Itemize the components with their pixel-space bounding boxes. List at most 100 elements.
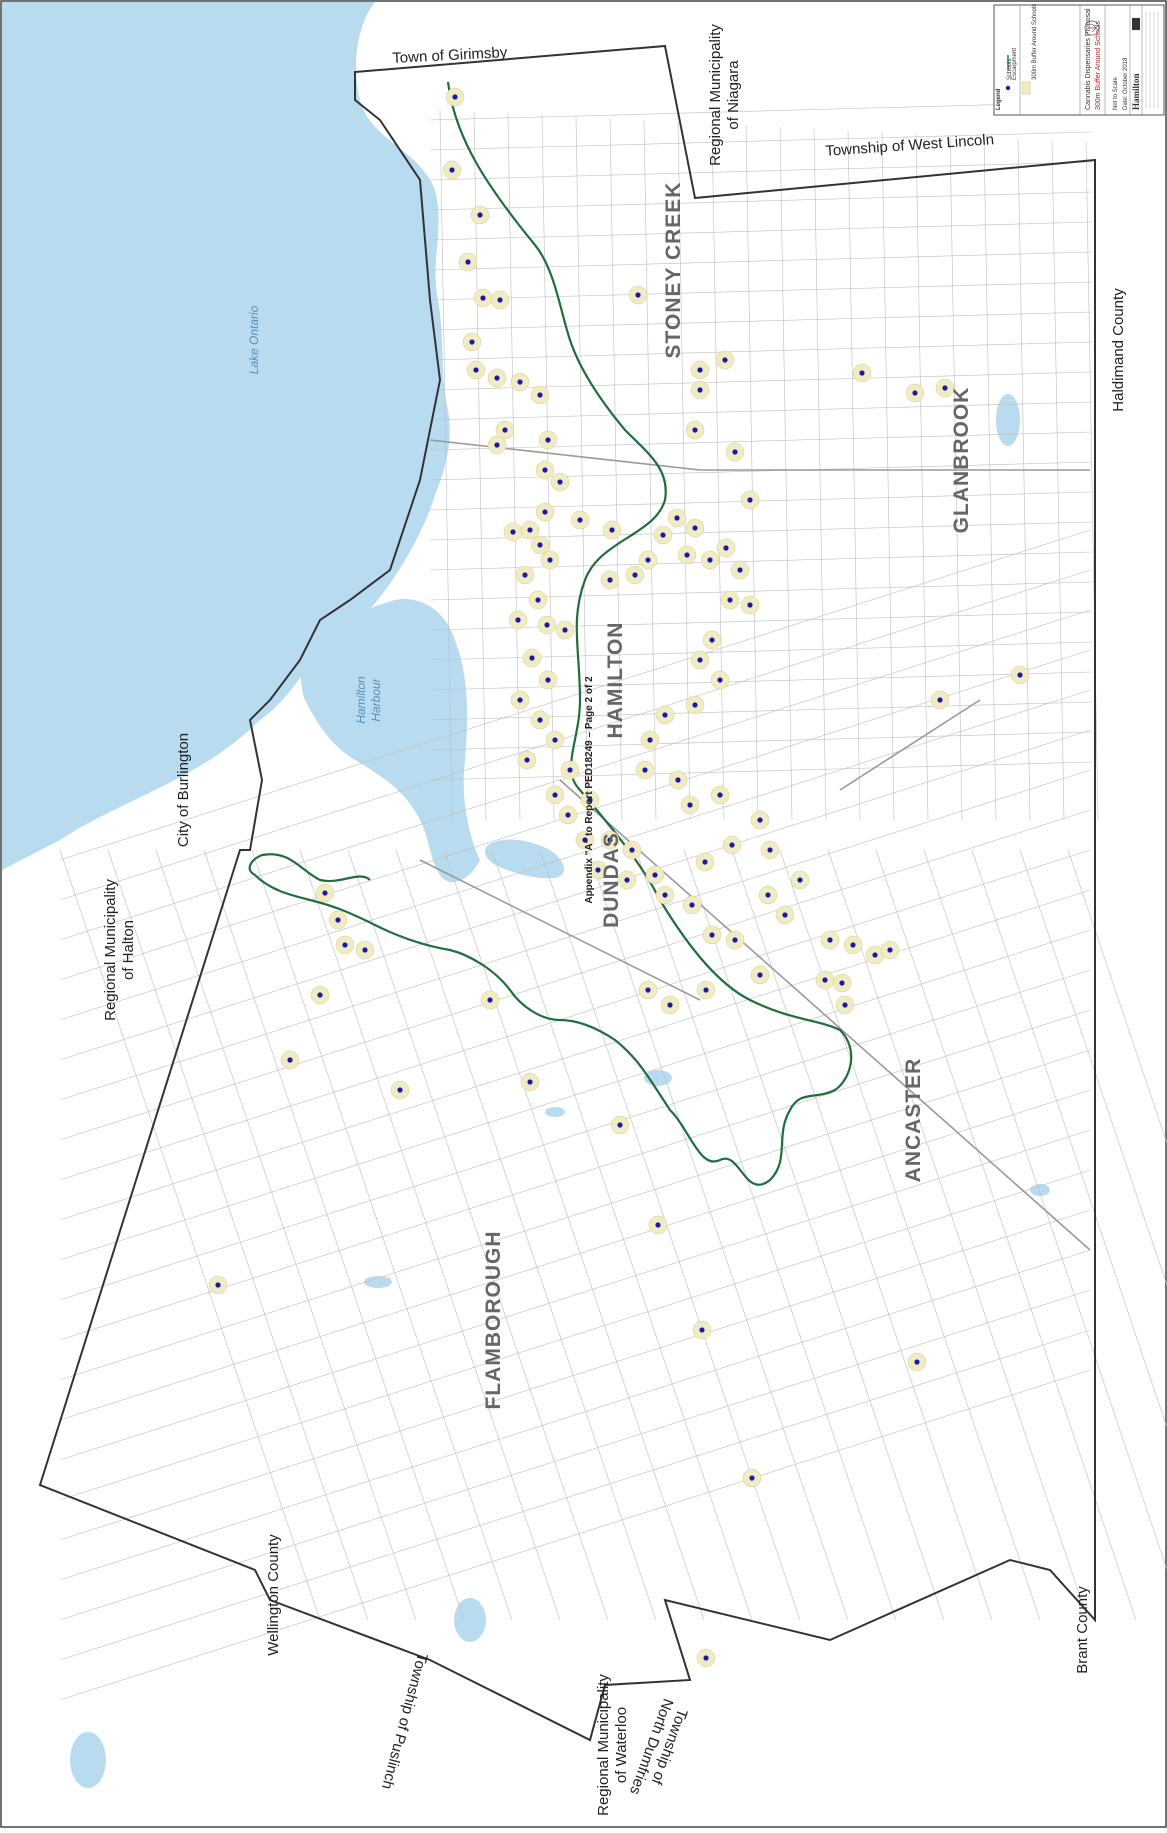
- school-marker[interactable]: [699, 1327, 705, 1333]
- school-marker[interactable]: [335, 917, 341, 923]
- school-marker[interactable]: [522, 572, 528, 578]
- school-marker[interactable]: [660, 532, 666, 538]
- school-marker[interactable]: [842, 1002, 848, 1008]
- school-marker[interactable]: [537, 717, 543, 723]
- school-marker[interactable]: [797, 877, 803, 883]
- school-marker[interactable]: [675, 777, 681, 783]
- school-marker[interactable]: [942, 385, 948, 391]
- school-marker[interactable]: [747, 497, 753, 503]
- school-marker[interactable]: [722, 357, 728, 363]
- school-marker[interactable]: [535, 597, 541, 603]
- school-marker[interactable]: [547, 557, 553, 563]
- school-marker[interactable]: [692, 427, 698, 433]
- school-marker[interactable]: [757, 972, 763, 978]
- school-marker[interactable]: [732, 449, 738, 455]
- school-marker[interactable]: [545, 677, 551, 683]
- school-marker[interactable]: [537, 392, 543, 398]
- school-marker[interactable]: [317, 992, 323, 998]
- school-marker[interactable]: [1017, 672, 1023, 678]
- school-marker[interactable]: [632, 572, 638, 578]
- school-marker[interactable]: [757, 817, 763, 823]
- school-marker[interactable]: [629, 847, 635, 853]
- school-marker[interactable]: [542, 509, 548, 515]
- school-marker[interactable]: [567, 767, 573, 773]
- school-marker[interactable]: [642, 767, 648, 773]
- school-marker[interactable]: [645, 987, 651, 993]
- school-marker[interactable]: [709, 637, 715, 643]
- school-marker[interactable]: [544, 622, 550, 628]
- school-marker[interactable]: [667, 1002, 673, 1008]
- school-marker[interactable]: [684, 552, 690, 558]
- school-marker[interactable]: [465, 259, 471, 265]
- school-marker[interactable]: [515, 617, 521, 623]
- school-marker[interactable]: [587, 797, 593, 803]
- school-marker[interactable]: [607, 837, 613, 843]
- school-marker[interactable]: [703, 1655, 709, 1661]
- school-marker[interactable]: [692, 702, 698, 708]
- school-marker[interactable]: [703, 987, 709, 993]
- school-marker[interactable]: [487, 997, 493, 1003]
- school-marker[interactable]: [914, 1359, 920, 1365]
- school-marker[interactable]: [767, 847, 773, 853]
- school-marker[interactable]: [215, 1282, 221, 1288]
- school-marker[interactable]: [839, 980, 845, 986]
- school-marker[interactable]: [717, 677, 723, 683]
- school-marker[interactable]: [937, 697, 943, 703]
- school-marker[interactable]: [449, 167, 455, 173]
- school-marker[interactable]: [655, 1222, 661, 1228]
- school-marker[interactable]: [510, 529, 516, 535]
- school-marker[interactable]: [912, 390, 918, 396]
- school-marker[interactable]: [609, 527, 615, 533]
- school-marker[interactable]: [707, 557, 713, 563]
- school-marker[interactable]: [687, 802, 693, 808]
- school-marker[interactable]: [494, 375, 500, 381]
- school-marker[interactable]: [645, 557, 651, 563]
- school-marker[interactable]: [782, 912, 788, 918]
- school-marker[interactable]: [362, 947, 368, 953]
- school-marker[interactable]: [473, 367, 479, 373]
- school-marker[interactable]: [577, 517, 583, 523]
- school-marker[interactable]: [674, 515, 680, 521]
- school-marker[interactable]: [702, 859, 708, 865]
- school-marker[interactable]: [552, 737, 558, 743]
- school-marker[interactable]: [652, 872, 658, 878]
- school-marker[interactable]: [497, 297, 503, 303]
- school-marker[interactable]: [527, 1079, 533, 1085]
- school-marker[interactable]: [765, 892, 771, 898]
- school-marker[interactable]: [850, 942, 856, 948]
- school-marker[interactable]: [635, 292, 641, 298]
- school-marker[interactable]: [552, 792, 558, 798]
- school-marker[interactable]: [517, 379, 523, 385]
- school-marker[interactable]: [662, 892, 668, 898]
- school-marker[interactable]: [872, 952, 878, 958]
- school-marker[interactable]: [452, 94, 458, 100]
- school-marker[interactable]: [887, 947, 893, 953]
- school-marker[interactable]: [557, 479, 563, 485]
- school-marker[interactable]: [322, 890, 328, 896]
- school-marker[interactable]: [749, 1475, 755, 1481]
- school-marker[interactable]: [697, 387, 703, 393]
- school-marker[interactable]: [689, 902, 695, 908]
- school-marker[interactable]: [732, 937, 738, 943]
- school-marker[interactable]: [692, 525, 698, 531]
- school-marker[interactable]: [737, 567, 743, 573]
- school-marker[interactable]: [727, 597, 733, 603]
- school-marker[interactable]: [537, 542, 543, 548]
- school-marker[interactable]: [527, 527, 533, 533]
- school-marker[interactable]: [477, 212, 483, 218]
- school-marker[interactable]: [469, 339, 475, 345]
- school-marker[interactable]: [723, 545, 729, 551]
- school-marker[interactable]: [822, 977, 828, 983]
- school-marker[interactable]: [617, 1122, 623, 1128]
- school-marker[interactable]: [287, 1057, 293, 1063]
- school-marker[interactable]: [859, 370, 865, 376]
- school-marker[interactable]: [397, 1087, 403, 1093]
- school-marker[interactable]: [342, 942, 348, 948]
- school-marker[interactable]: [494, 442, 500, 448]
- school-marker[interactable]: [517, 697, 523, 703]
- school-marker[interactable]: [624, 877, 630, 883]
- school-marker[interactable]: [607, 577, 613, 583]
- school-marker[interactable]: [582, 837, 588, 843]
- school-marker[interactable]: [562, 627, 568, 633]
- school-marker[interactable]: [709, 932, 715, 938]
